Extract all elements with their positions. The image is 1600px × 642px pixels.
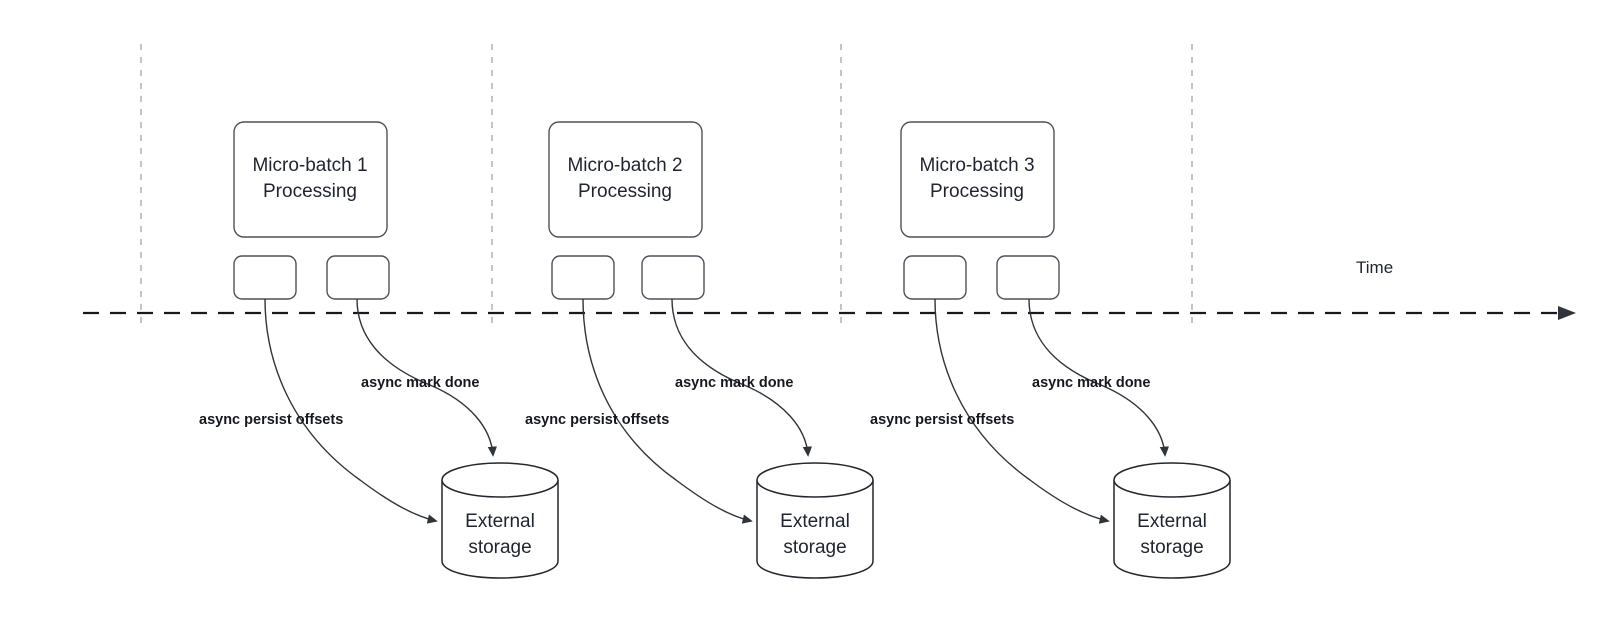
micro-batch-label-2-line1: Micro-batch 2: [567, 155, 682, 176]
external-storage-cylinder-2[interactable]: [756, 480, 874, 579]
persist-offsets-label-2: async persist offsets: [525, 412, 669, 428]
time-axis-arrowhead: [1558, 306, 1576, 320]
mark-done-curve-3: [1028, 298, 1170, 457]
persist-offsets-curve-1: [264, 298, 438, 524]
micro-batch-label-1-line2: Processing: [263, 181, 357, 202]
mark-done-label-3: async mark done: [1032, 375, 1150, 391]
persist-offsets-label-1: async persist offsets: [199, 412, 343, 428]
external-storage-cylinder-top-2: [756, 462, 874, 498]
external-storage-label-1-line1: External: [465, 511, 535, 532]
task-box-2a[interactable]: [551, 255, 615, 300]
mark-done-curve-2: [671, 298, 813, 457]
time-axis-label: Time: [1356, 258, 1393, 277]
persist-offsets-curve-3: [934, 298, 1110, 524]
task-box-3b[interactable]: [996, 255, 1060, 300]
micro-batch-box-2[interactable]: [548, 121, 703, 238]
task-box-2b[interactable]: [641, 255, 705, 300]
task-box-3a[interactable]: [903, 255, 967, 300]
mark-done-curve-1: [356, 298, 498, 457]
external-storage-cylinder-1[interactable]: [441, 480, 559, 579]
task-box-1b[interactable]: [326, 255, 390, 300]
micro-batch-box-3[interactable]: [900, 121, 1055, 238]
external-storage-cylinder-top-1: [441, 462, 559, 498]
timeline-dividers: [140, 44, 1193, 330]
micro-batch-label-3-line1: Micro-batch 3: [919, 155, 1034, 176]
group-3: Micro-batch 3 Processing async persist o…: [870, 121, 1231, 579]
time-axis: [83, 306, 1576, 320]
task-box-1a[interactable]: [233, 255, 297, 300]
group-1: Micro-batch 1 Processing async persist o…: [199, 121, 559, 579]
mark-done-label-2: async mark done: [675, 375, 793, 391]
external-storage-cylinder-top-3: [1113, 462, 1231, 498]
persist-offsets-label-3: async persist offsets: [870, 412, 1014, 428]
external-storage-label-3-line1: External: [1137, 511, 1207, 532]
group-2: Micro-batch 2 Processing async persist o…: [525, 121, 874, 579]
external-storage-label-2-line1: External: [780, 511, 850, 532]
persist-offsets-curve-2: [582, 298, 753, 524]
external-storage-label-1-line2: storage: [468, 537, 531, 558]
micro-batch-label-1-line1: Micro-batch 1: [252, 155, 367, 176]
external-storage-label-3-line2: storage: [1140, 537, 1203, 558]
external-storage-cylinder-3[interactable]: [1113, 480, 1231, 579]
micro-batch-label-3-line2: Processing: [930, 181, 1024, 202]
external-storage-label-2-line2: storage: [783, 537, 846, 558]
micro-batch-label-2-line2: Processing: [578, 181, 672, 202]
mark-done-label-1: async mark done: [361, 375, 479, 391]
micro-batch-box-1[interactable]: [233, 121, 388, 238]
